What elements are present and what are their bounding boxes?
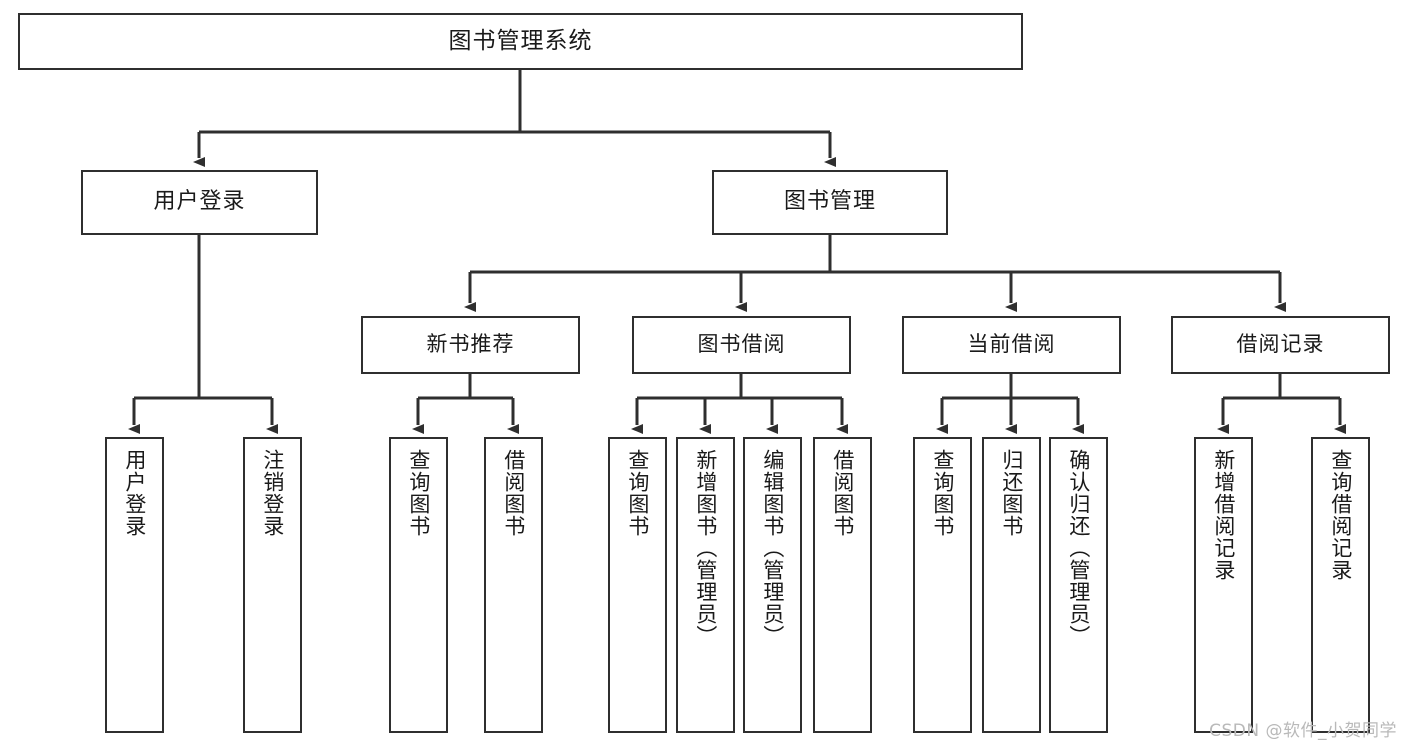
leaf-logout[interactable]: 注销登录 — [243, 437, 302, 733]
node-label: 用户登录 — [153, 189, 246, 215]
node-root-book-management-system[interactable]: 图书管理系统 — [18, 13, 1023, 70]
node-new-book-recommend[interactable]: 新书推荐 — [361, 316, 580, 374]
node-label: 确认归还（管理员） — [1066, 449, 1091, 647]
leaf-newbook-query-book[interactable]: 查询图书 — [389, 437, 448, 733]
leaf-bookborrow-add-book-admin[interactable]: 新增图书（管理员） — [676, 437, 735, 733]
node-label: 借阅记录 — [1236, 332, 1325, 357]
node-label: 用户登录 — [122, 449, 147, 537]
leaf-currentborrow-return-book[interactable]: 归还图书 — [982, 437, 1041, 733]
leaf-newbook-borrow-book[interactable]: 借阅图书 — [484, 437, 543, 733]
node-label: 新增借阅记录 — [1211, 449, 1236, 581]
node-label: 注销登录 — [260, 449, 285, 537]
node-label: 查询图书 — [930, 449, 955, 537]
leaf-bookborrow-edit-book-admin[interactable]: 编辑图书（管理员） — [743, 437, 802, 733]
leaf-borrowrecord-add-record[interactable]: 新增借阅记录 — [1194, 437, 1253, 733]
node-label: 查询图书 — [406, 449, 431, 537]
node-label: 查询借阅记录 — [1328, 449, 1353, 581]
node-label: 新增图书（管理员） — [693, 449, 718, 647]
node-label: 编辑图书（管理员） — [760, 449, 785, 647]
leaf-borrowrecord-query-record[interactable]: 查询借阅记录 — [1311, 437, 1370, 733]
csdn-watermark: CSDN @软件_小贺同学 — [1209, 721, 1397, 741]
leaf-currentborrow-confirm-return-admin[interactable]: 确认归还（管理员） — [1049, 437, 1108, 733]
leaf-bookborrow-query-book[interactable]: 查询图书 — [608, 437, 667, 733]
leaf-bookborrow-borrow-book[interactable]: 借阅图书 — [813, 437, 872, 733]
node-label: 查询图书 — [625, 449, 650, 537]
node-borrow-record[interactable]: 借阅记录 — [1171, 316, 1390, 374]
node-label: 归还图书 — [999, 449, 1024, 537]
node-current-borrow[interactable]: 当前借阅 — [902, 316, 1121, 374]
node-label: 图书管理 — [783, 189, 876, 215]
leaf-currentborrow-query-book[interactable]: 查询图书 — [913, 437, 972, 733]
node-user-login[interactable]: 用户登录 — [81, 170, 318, 235]
node-label: 当前借阅 — [967, 332, 1056, 357]
node-label: 新书推荐 — [426, 332, 515, 357]
node-label: 借阅图书 — [501, 449, 526, 537]
node-label: 图书借阅 — [697, 332, 786, 357]
node-book-borrow[interactable]: 图书借阅 — [632, 316, 851, 374]
node-book-management[interactable]: 图书管理 — [712, 170, 948, 235]
node-label: 图书管理系统 — [448, 27, 593, 54]
node-label: 借阅图书 — [830, 449, 855, 537]
leaf-user-login[interactable]: 用户登录 — [105, 437, 164, 733]
